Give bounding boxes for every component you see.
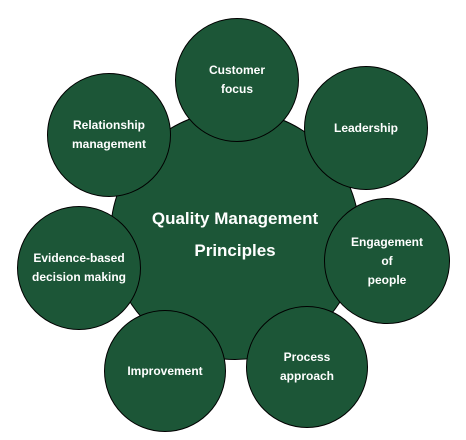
circle-leadership: Leadership bbox=[304, 66, 428, 190]
circle-relationship-management: Relationship management bbox=[47, 73, 171, 197]
circle-engagement-of-people: Engagement of people bbox=[324, 198, 450, 324]
circle-customer-focus: Customer focus bbox=[175, 18, 299, 142]
circle-label-customer-focus: Customer focus bbox=[208, 63, 265, 96]
circle-label-process-approach: Process approach bbox=[279, 350, 334, 383]
circle-label-evidence-based-decision-making: Evidence-based decision making bbox=[31, 251, 127, 284]
circle-evidence-based-decision-making: Evidence-based decision making bbox=[17, 206, 141, 330]
center-label: Quality Management Principles bbox=[151, 209, 319, 260]
circle-improvement: Improvement bbox=[104, 310, 226, 432]
circle-label-improvement: Improvement bbox=[127, 363, 203, 378]
circle-label-engagement-of-people: Engagement of people bbox=[350, 234, 423, 287]
circle-label-leadership: Leadership bbox=[333, 120, 399, 135]
circle-process-approach: Process approach bbox=[246, 306, 368, 428]
circle-label-relationship-management: Relationship management bbox=[71, 118, 147, 151]
